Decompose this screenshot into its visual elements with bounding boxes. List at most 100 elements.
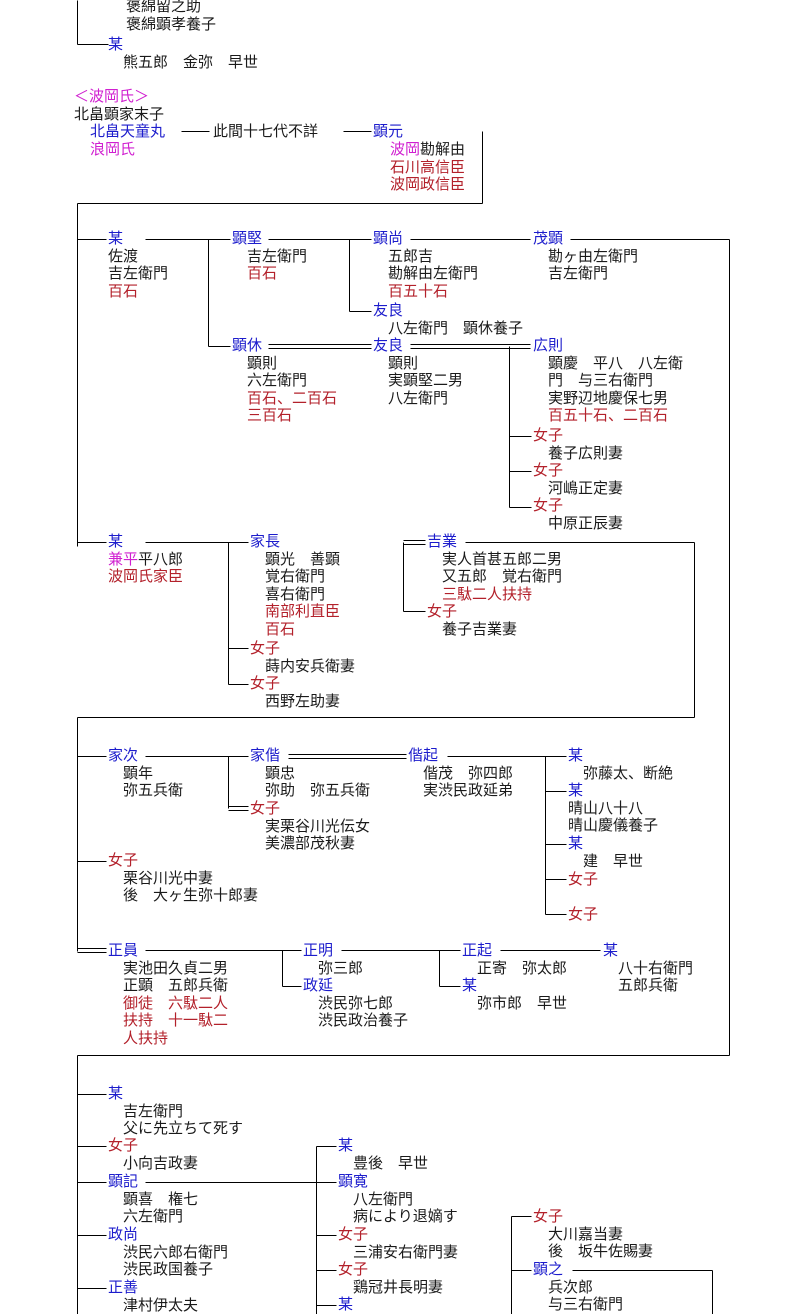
- entry-line: 実顕堅二男: [373, 371, 464, 389]
- entry-line: 北畠天童丸: [90, 122, 166, 140]
- entry-line: 褒綿留之助: [126, 0, 202, 15]
- entry-g43: 顕記 顕喜 権七 六左衛門: [108, 1173, 198, 1226]
- entry-line: 栗谷川光中妻: [108, 868, 214, 887]
- entry-line: 家次: [108, 746, 139, 764]
- entry-line: 某: [108, 35, 124, 53]
- entry-g12: 顕休 顕則 六左衛門 百石、二百石 三百石: [232, 337, 337, 425]
- entry-line: 百石、二百石: [232, 388, 338, 407]
- entry-line: 女子: [533, 1207, 564, 1225]
- entry-line: 五郎吉: [373, 246, 434, 265]
- entry-line: 正寄 弥太郎: [462, 958, 568, 977]
- entry-line: 顕休: [232, 336, 263, 354]
- entry-g32: 女子: [568, 871, 598, 889]
- entry-g16: 女子 河嶋正定妻: [533, 462, 623, 497]
- entry-line: 扶持 十一駄二: [108, 1011, 229, 1029]
- entry-line: 八左衛門: [338, 1189, 414, 1208]
- entry-g45: 女子 大川嘉当妻 後 坂牛佐賜妻: [533, 1208, 653, 1261]
- entry-line: 正員: [108, 941, 139, 959]
- entry-line: 八左衛門 顕休養子: [373, 318, 524, 337]
- entry-line: 五郎兵衛: [603, 976, 679, 994]
- entry-line: 佐渡: [108, 246, 139, 265]
- entry-g39: 某 八十右衛門 五郎兵衛: [603, 942, 693, 995]
- entry-g8: 顕堅 吉左衛門 百石: [232, 230, 307, 283]
- entry-line: 顕慶 平八 八左衛: [533, 353, 684, 372]
- entry-line: 正善: [108, 1278, 139, 1296]
- entry-line: 顕元: [373, 122, 404, 140]
- entry-line: 某: [338, 1136, 354, 1154]
- entry-line: 実渋民政延弟: [408, 781, 514, 799]
- entry-line: 弥市郎 早世: [462, 993, 568, 1012]
- entry-line: 渋民弥七郎: [303, 993, 394, 1012]
- entry-fragment: 兼平: [108, 549, 139, 568]
- entry-g41: 女子 小向吉政妻: [108, 1137, 198, 1172]
- entry-g20: 吉業 実人首甚五郎二男 又五郎 覚右衛門 三駄二人扶持: [427, 533, 562, 603]
- entry-line: 女子: [250, 674, 281, 692]
- entry-line: 浪岡氏: [90, 139, 136, 158]
- entry-fragment: 勘解由: [420, 140, 466, 158]
- entry-g40: 某 吉左衛門 父に先立ちて死す: [108, 1085, 243, 1138]
- entry-fragment: 波岡: [390, 140, 421, 158]
- entry-g26: 偕起 偕茂 弥四郎 実渋民政延弟: [408, 747, 513, 800]
- entry-line: 顕則: [373, 353, 419, 372]
- entry-line: 女子: [568, 870, 599, 888]
- entry-line: 実人首甚五郎二男: [427, 549, 563, 568]
- entry-line: 晴山慶儀養子: [568, 816, 659, 834]
- entry-line: 顕喜 権七: [108, 1189, 199, 1208]
- entry-line: 顕尚: [373, 229, 404, 247]
- entry-line: 某: [568, 781, 584, 799]
- entry-g0: 褒綿留之助褒綿顕孝養子: [126, 0, 216, 33]
- entry-line: 八十右衛門: [603, 958, 694, 977]
- entry-line: 波岡政信臣: [390, 175, 466, 193]
- entry-line: 津村伊太夫: [108, 1295, 199, 1314]
- entry-line: 女子: [533, 461, 564, 479]
- entry-g19: 家長 顕光 善顕 覚右衛門 喜右衛門 南部利直臣 百石: [250, 533, 340, 638]
- entry-g25: 家偕 顕忠 弥助 弥五兵衛: [250, 747, 370, 800]
- entry-line: 褒綿顕孝養子: [126, 14, 217, 33]
- entry-line: 女子: [533, 426, 564, 444]
- entry-g14: 広則 顕慶 平八 八左衛 門 与三右衛門 実野辺地慶保七男 百五十石、二百石: [533, 337, 683, 425]
- entry-g3: 北畠天童丸浪岡氏: [90, 123, 165, 158]
- entry-line: 兵次郎: [533, 1277, 594, 1296]
- entry-line: 又五郎 覚右衛門: [427, 567, 563, 585]
- entry-g29: 女子 実栗谷川光伝女 美濃部茂秋妻: [250, 800, 370, 853]
- entry-line: 百石: [250, 619, 296, 638]
- entry-line: 弥五兵衛: [108, 781, 184, 799]
- entry-g7: 某佐渡吉左衛門百石: [108, 230, 168, 300]
- entry-g49: 顕之 兵次郎 与三右衛門: [533, 1261, 623, 1314]
- entry-line: 六左衛門: [108, 1207, 184, 1225]
- entry-g50: 正善 津村伊太夫: [108, 1279, 198, 1314]
- entry-line: 吉左衛門: [533, 264, 609, 282]
- entry-line: 病により退嫡す: [338, 1207, 458, 1225]
- entry-line: 女子: [338, 1260, 369, 1278]
- entry-line: 御徒 六駄二人: [108, 993, 229, 1012]
- entry-g2: ＜波岡氏＞北畠顕家末子: [74, 88, 164, 123]
- entry-line: 某: [108, 1084, 124, 1102]
- entry-g1: 某 熊五郎 金弥 早世: [108, 36, 258, 71]
- entry-line: 吉左衛門: [232, 246, 308, 265]
- entry-line: 八左衛門: [373, 388, 449, 407]
- entry-g24: 家次 顕年 弥五兵衛: [108, 747, 183, 800]
- entry-line: 弥助 弥五兵衛: [250, 781, 371, 799]
- entry-g38: 某 弥市郎 早世: [462, 977, 567, 1012]
- entry-line: 建 早世: [568, 851, 644, 870]
- entry-line: 波岡勘解由: [390, 141, 465, 159]
- entry-line: 勘解由左衛門: [373, 264, 479, 282]
- entry-line: 女子: [338, 1225, 369, 1243]
- entry-line: 顕堅: [232, 229, 263, 247]
- entry-g46: 女子 三浦安右衛門妻: [338, 1226, 458, 1261]
- entry-line: 渋民六郎右衛門: [108, 1242, 229, 1261]
- entry-g28: 某晴山八十八晴山慶儀養子: [568, 782, 658, 835]
- entry-line: 後 大ヶ生弥十郎妻: [108, 886, 259, 904]
- entry-line: 熊五郎 金弥 早世: [108, 52, 259, 71]
- entry-g48: 女子 鶏冠井長明妻: [338, 1261, 443, 1296]
- entry-line: 顕光 善顕: [250, 549, 341, 568]
- entry-line: 与三右衛門: [533, 1295, 624, 1313]
- entry-line: 西野左助妻: [250, 691, 341, 710]
- entry-line: 吉左衛門: [108, 264, 169, 282]
- entry-g33: 女子: [568, 906, 598, 924]
- entry-g51: 某: [338, 1296, 353, 1314]
- entry-line: 実池田久貞二男: [108, 958, 229, 977]
- entry-line: 百五十石、二百石: [533, 406, 669, 424]
